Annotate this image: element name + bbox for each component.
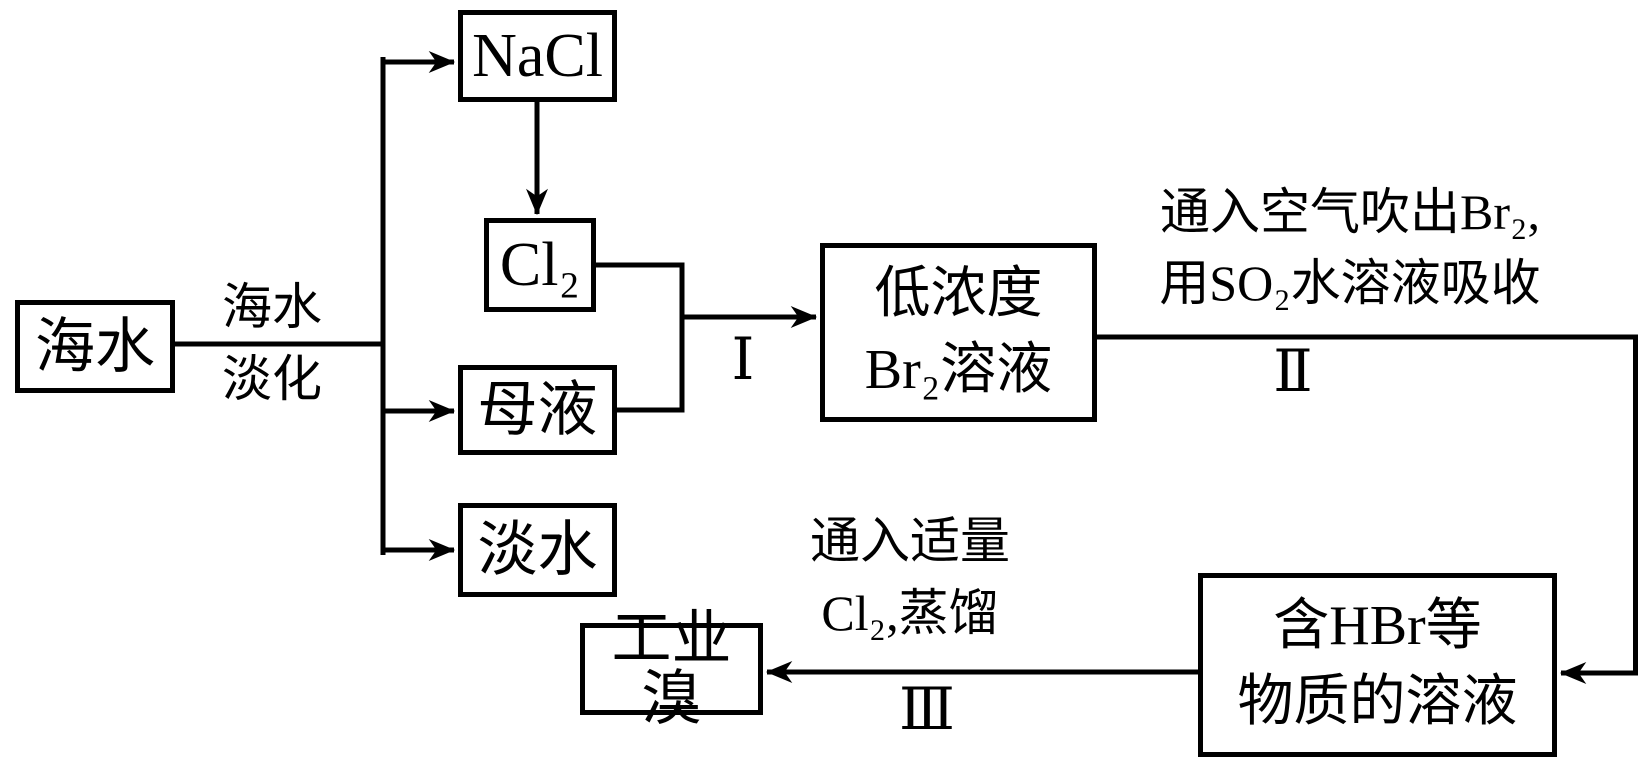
label-step3-note1: 通入适量 <box>810 513 1010 569</box>
node-seawater-label: 海水 <box>35 313 155 380</box>
label-step3-numeral: Ⅲ <box>899 677 955 742</box>
node-low-conc-br2-line2: Br₂溶液 <box>864 338 1053 401</box>
label-step3-note2: Cl₂,蒸馏 <box>821 585 999 641</box>
node-industrial-bromine: 工业溴 <box>580 609 763 729</box>
edge-step2 <box>1097 334 1638 684</box>
node-nacl: NaCl <box>458 10 617 102</box>
edge-merge-cl2-mother <box>596 262 685 413</box>
label-step1-numeral: Ⅰ <box>731 327 755 392</box>
label-desalination-line2: 淡化 <box>222 351 322 407</box>
node-mother-liquor: 母液 <box>458 365 617 455</box>
node-low-conc-br2-line1: 低浓度 <box>874 262 1043 325</box>
node-industrial-bromine-label: 工业溴 <box>611 606 732 732</box>
node-hbr-solution-line1: 含HBr等 <box>1273 595 1482 658</box>
node-cl2-label: Cl₂ <box>499 231 581 299</box>
label-step2-note2: 用SO₂水溶液吸收 <box>1159 255 1541 311</box>
label-step2-numeral: Ⅱ <box>1273 339 1313 404</box>
node-hbr-solution: 含HBr等 物质的溶液 <box>1198 573 1557 757</box>
node-seawater: 海水 <box>15 300 175 393</box>
label-desalination-line1: 海水 <box>222 279 322 335</box>
label-step2-note1: 通入空气吹出Br₂, <box>1160 184 1540 240</box>
node-low-conc-br2: 低浓度 Br₂溶液 <box>820 243 1097 422</box>
node-fresh-water: 淡水 <box>458 503 617 597</box>
node-mother-liquor-label: 母液 <box>477 377 598 443</box>
node-cl2: Cl₂ <box>484 218 596 312</box>
node-hbr-solution-line2: 物质的溶液 <box>1237 671 1518 733</box>
node-fresh-water-label: 淡水 <box>477 517 598 583</box>
node-nacl-label: NaCl <box>472 22 603 90</box>
